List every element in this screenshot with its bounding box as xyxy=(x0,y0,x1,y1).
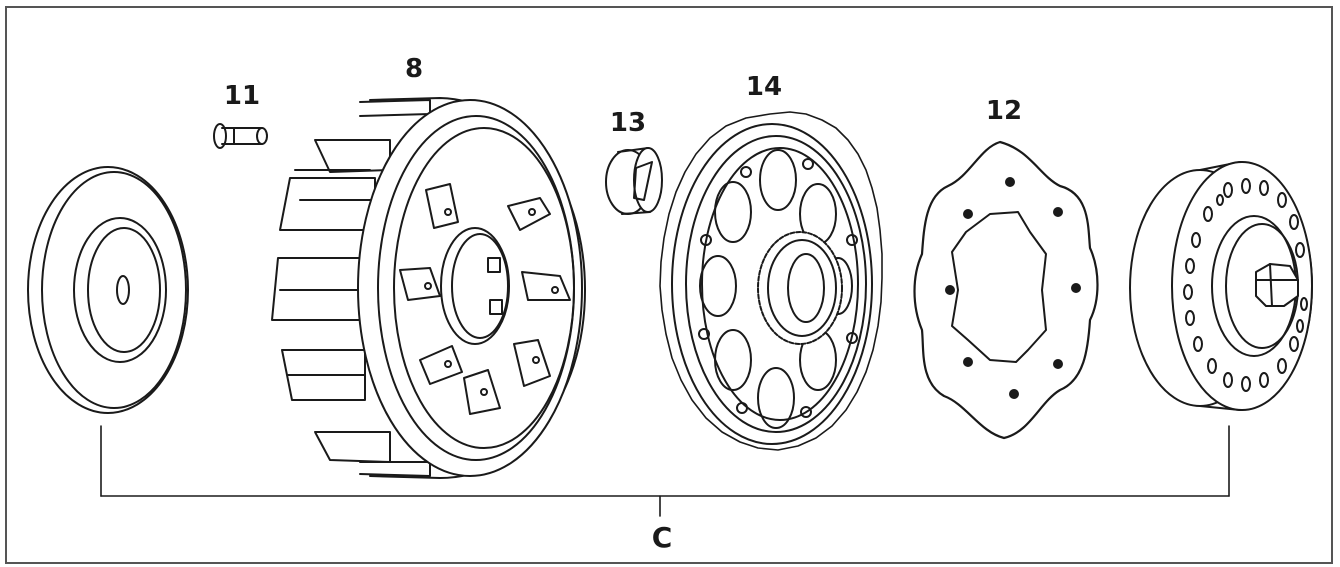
bushing xyxy=(605,147,663,215)
damper-plate xyxy=(913,140,1099,440)
callout-clutch-basket: 8 xyxy=(404,54,424,84)
thrust-washer xyxy=(27,166,189,414)
callout-bushing: 13 xyxy=(609,108,647,138)
group-bracket xyxy=(100,425,1230,517)
clutch-basket xyxy=(271,97,586,479)
callout-damper-plate: 12 xyxy=(985,96,1023,126)
spacer-pin xyxy=(213,123,268,149)
callout-spacer-pin: 11 xyxy=(223,81,261,111)
clutch-hub xyxy=(1129,161,1313,411)
callout-primary-gear: 14 xyxy=(745,72,783,102)
group-label-c: C xyxy=(651,521,673,554)
primary-gear xyxy=(659,111,883,451)
